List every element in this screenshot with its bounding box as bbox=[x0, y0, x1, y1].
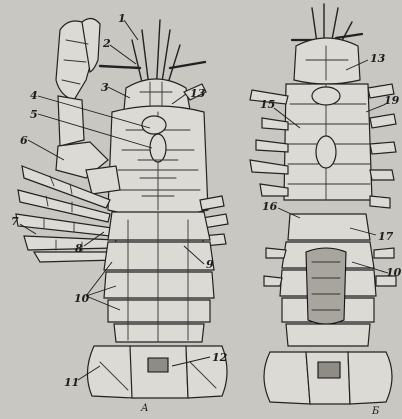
label-a-13: 13 bbox=[190, 87, 206, 100]
label-a-1: 1 bbox=[118, 12, 126, 25]
label-a-11: 11 bbox=[64, 376, 79, 389]
label-a-2: 2 bbox=[102, 37, 111, 50]
label-b-10: 10 bbox=[386, 266, 402, 279]
label-a-4: 4 bbox=[30, 89, 38, 102]
label-b-17: 17 bbox=[378, 230, 394, 243]
label-a-9: 9 bbox=[206, 258, 214, 271]
label-a-8: 8 bbox=[75, 242, 83, 255]
label-a-7: 7 bbox=[11, 215, 19, 228]
label-b-16: 16 bbox=[262, 200, 278, 213]
label-b-19: 19 bbox=[384, 94, 400, 107]
label-b-13: 13 bbox=[370, 52, 386, 65]
caption-panel-b: Б bbox=[371, 406, 380, 417]
label-a-10: 10 bbox=[74, 292, 90, 305]
label-b-15: 15 bbox=[260, 98, 275, 111]
label-a-6: 6 bbox=[20, 134, 28, 147]
label-a-3: 3 bbox=[101, 81, 109, 94]
label-a-5: 5 bbox=[30, 108, 38, 121]
label-a-12: 12 bbox=[212, 351, 228, 364]
panel-a-drawing bbox=[16, 18, 228, 398]
caption-panel-a: А bbox=[140, 403, 149, 414]
